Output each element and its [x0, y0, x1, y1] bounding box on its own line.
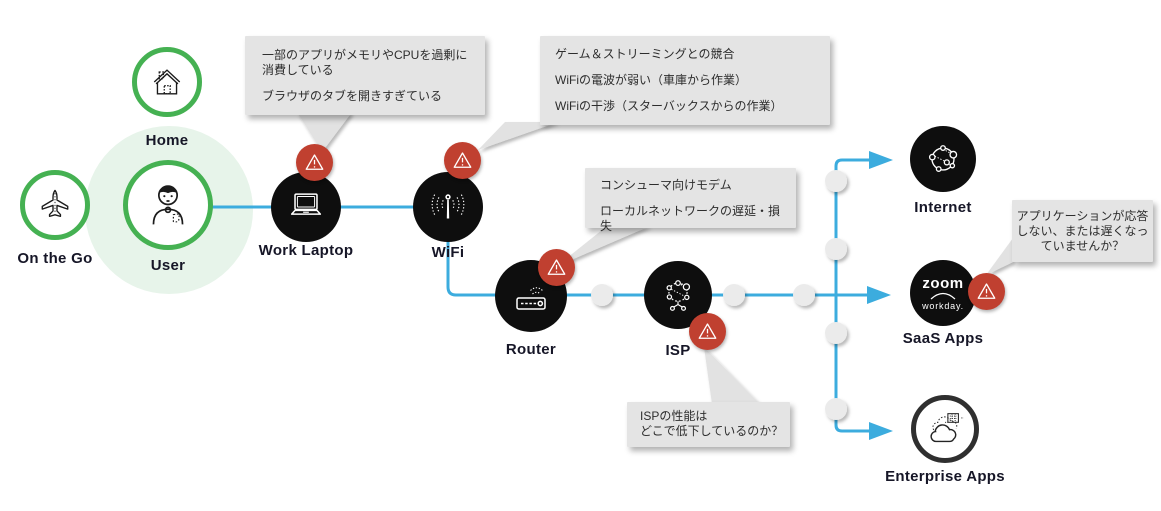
router-label: Router	[505, 341, 557, 358]
node-on-the-go	[20, 170, 90, 240]
saas-logos: zoom workday.	[922, 276, 964, 311]
callout-text: コンシューマ向けモデム	[600, 178, 732, 192]
enterprise-apps-label: Enterprise Apps	[885, 468, 1005, 485]
tail-work-laptop	[297, 112, 352, 152]
wifi-label: WiFi	[431, 244, 465, 261]
wifi-antenna-icon	[431, 194, 465, 219]
callout-text: ブラウザのタブを開きすぎている	[262, 89, 443, 103]
warning-icon	[688, 312, 726, 350]
callout-router-issues: コンシューマ向けモデム ローカルネットワークの遅延・損失	[585, 168, 796, 233]
callout-wifi-issues: ゲーム＆ストリーミングとの競合 WiFiの電波が弱い（車庫から作業） WiFiの…	[540, 36, 830, 125]
tail-wifi	[478, 122, 558, 150]
callout-text: アプリケーションが応答 しない、または遅くなっ ていませんか？	[1016, 209, 1149, 253]
node-router	[495, 248, 575, 332]
callout-text: ゲーム＆ストリーミングとの競合	[555, 47, 735, 61]
arrowheads	[867, 151, 893, 440]
callout-text: ローカルネットワークの遅延・損失	[600, 204, 781, 233]
callout-isp-question: ISPの性能は どこで低下しているのか？	[627, 402, 790, 447]
node-wifi	[413, 141, 483, 242]
house-icon	[153, 69, 181, 95]
home-label: Home	[145, 132, 189, 149]
node-user	[123, 160, 213, 250]
internet-label: Internet	[914, 199, 972, 216]
callout-text: WiFiの電波が弱い（車庫から作業）	[555, 73, 747, 87]
user-label: User	[150, 257, 186, 274]
callout-text: 一部のアプリがメモリやCPUを過剰に 消費している	[262, 48, 468, 77]
callout-tails	[297, 112, 1013, 404]
warning-icon	[443, 141, 481, 179]
network-path-lines	[205, 158, 870, 433]
arrow-enterprise	[869, 422, 893, 440]
laptop-icon	[290, 193, 322, 215]
zoom-logo: zoom	[922, 274, 964, 292]
tail-isp	[704, 347, 760, 404]
network-icon	[666, 280, 691, 311]
warning-icon	[295, 143, 333, 181]
warning-icon	[967, 272, 1005, 310]
globe-network-icon	[928, 145, 958, 172]
arrow-saas	[867, 286, 891, 304]
arrow-internet	[869, 151, 893, 169]
node-isp	[644, 261, 726, 350]
person-icon	[152, 185, 184, 225]
node-work-laptop	[271, 143, 341, 242]
warning-icon	[537, 248, 575, 286]
router-icon	[516, 287, 546, 310]
node-internet	[910, 126, 976, 192]
node-enterprise-apps	[911, 395, 979, 463]
callout-saas-question: アプリケーションが応答 しない、または遅くなっ ていませんか？	[1012, 200, 1153, 262]
callout-work-laptop-issues: 一部のアプリがメモリやCPUを過剰に 消費している ブラウザのタブを開きすぎてい…	[245, 36, 485, 115]
saas-apps-label: SaaS Apps	[902, 330, 984, 347]
work-laptop-label: Work Laptop	[258, 242, 354, 259]
node-home	[132, 47, 202, 117]
on-the-go-label: On the Go	[17, 250, 93, 267]
callout-text: WiFiの干渉（スターバックスからの作業）	[555, 99, 783, 113]
callout-text: ISPの性能は どこで低下しているのか？	[640, 409, 784, 438]
hop-dots	[591, 170, 847, 420]
tail-router	[557, 226, 650, 266]
airplane-icon	[41, 189, 69, 218]
tail-saas	[986, 238, 1013, 275]
isp-label: ISP	[665, 342, 691, 359]
workday-logo: workday.	[922, 300, 964, 311]
node-saas-apps: zoom workday.	[910, 260, 1005, 326]
arc-divider	[930, 292, 956, 299]
cloud-datacenter-icon	[930, 413, 964, 443]
